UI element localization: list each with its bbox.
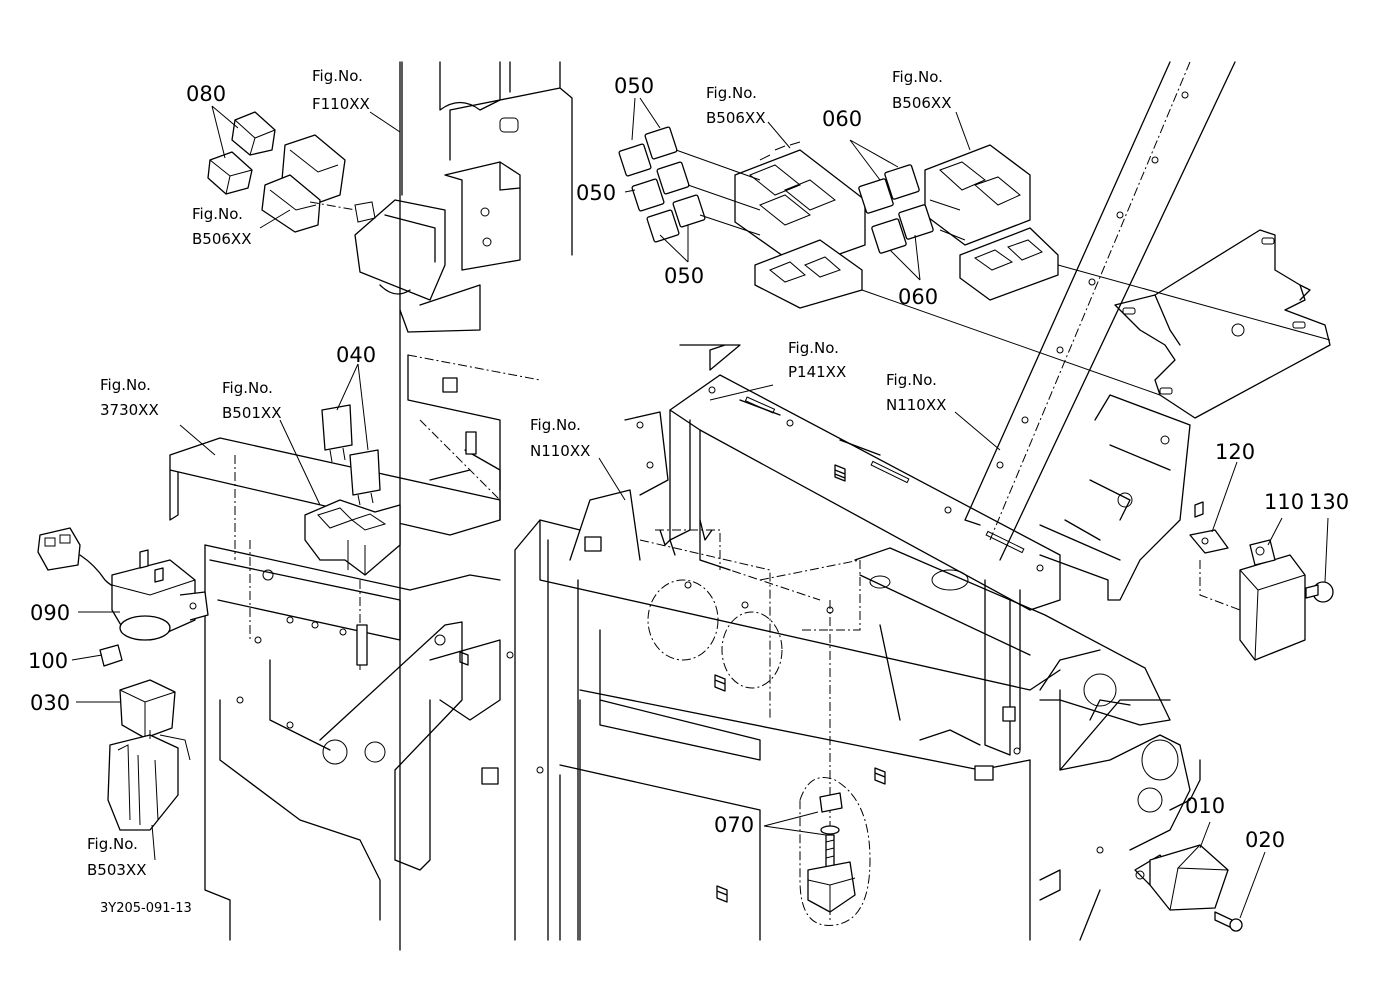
part-number-130: 130 (1309, 490, 1349, 514)
fig-ref-label: Fig.No. (886, 371, 937, 389)
part-number-070: 070 (714, 813, 754, 837)
fig-ref-label: Fig.No. (192, 205, 243, 223)
fig-ref-code: F110XX (312, 95, 370, 113)
diagram-code: 3Y205-091-13 (100, 901, 192, 916)
part-number-050: 050 (664, 264, 704, 288)
fig-ref-label: Fig.No. (788, 339, 839, 357)
part-number-040: 040 (336, 343, 376, 367)
switch-070-assembly (799, 777, 871, 926)
fig-ref-p141: Fig.No. P141XX (788, 339, 846, 381)
fig-ref-code: 3730XX (100, 401, 159, 419)
part-number-110: 110 (1264, 490, 1304, 514)
part-number-030: 030 (30, 691, 70, 715)
part-number-060: 060 (898, 285, 938, 309)
fig-ref-label: Fig.No. (892, 68, 943, 86)
fig-ref-label: Fig.No. (87, 835, 138, 853)
fig-ref-code: B501XX (222, 404, 281, 422)
fig-ref-b506-mid: Fig.No. B506XX (706, 84, 765, 127)
leader-lines (71, 97, 1329, 919)
fig-ref-label: Fig.No. (706, 84, 757, 102)
fuse-box-060-assembly (858, 144, 1331, 396)
frame-bolts (459, 464, 994, 903)
fig-ref-3730: Fig.No. 3730XX (100, 376, 159, 419)
part-number-100: 100 (28, 649, 68, 673)
part-number-010: 010 (1185, 794, 1225, 818)
part-number-020: 020 (1245, 828, 1285, 852)
flasher-110-assembly (1189, 501, 1334, 661)
fig-ref-code: B506XX (192, 230, 251, 248)
fig-ref-code: B506XX (706, 109, 765, 127)
fig-ref-code: N110XX (530, 442, 590, 460)
fig-ref-code: B506XX (892, 94, 951, 112)
sensor-010-assembly (1134, 844, 1243, 932)
fig-ref-label: Fig.No. (222, 379, 273, 397)
relay-040-assembly (304, 404, 401, 670)
fig-ref-label: Fig.No. (100, 376, 151, 394)
fig-ref-b506-left: Fig.No. B506XX (192, 205, 251, 248)
relay-030-socket-assembly (107, 679, 191, 831)
fig-ref-b506-right: Fig.No. B506XX (892, 68, 951, 112)
fig-ref-code: B503XX (87, 861, 146, 879)
fig-ref-b501: Fig.No. B501XX (222, 379, 281, 422)
fig-ref-code: N110XX (886, 396, 946, 414)
part-number-050: 050 (614, 74, 654, 98)
part-number-090: 090 (30, 601, 70, 625)
part-number-050: 050 (576, 181, 616, 205)
fig-ref-f110: Fig.No. F110XX (312, 67, 370, 113)
fig-ref-code: P141XX (788, 363, 846, 381)
frame-structure (169, 61, 1331, 951)
fig-ref-n110-center: Fig.No. N110XX (530, 416, 590, 460)
part-number-080: 080 (186, 82, 226, 106)
fig-ref-n110-right: Fig.No. N110XX (886, 371, 946, 414)
fig-ref-label: Fig.No. (530, 416, 581, 434)
part-number-120: 120 (1215, 440, 1255, 464)
fuse-box-050-assembly (618, 126, 866, 309)
fig-ref-label: Fig.No. (312, 67, 363, 85)
solenoid-090-assembly (37, 527, 209, 667)
fig-ref-b503: Fig.No. B503XX (87, 835, 146, 879)
part-number-060: 060 (822, 107, 862, 131)
